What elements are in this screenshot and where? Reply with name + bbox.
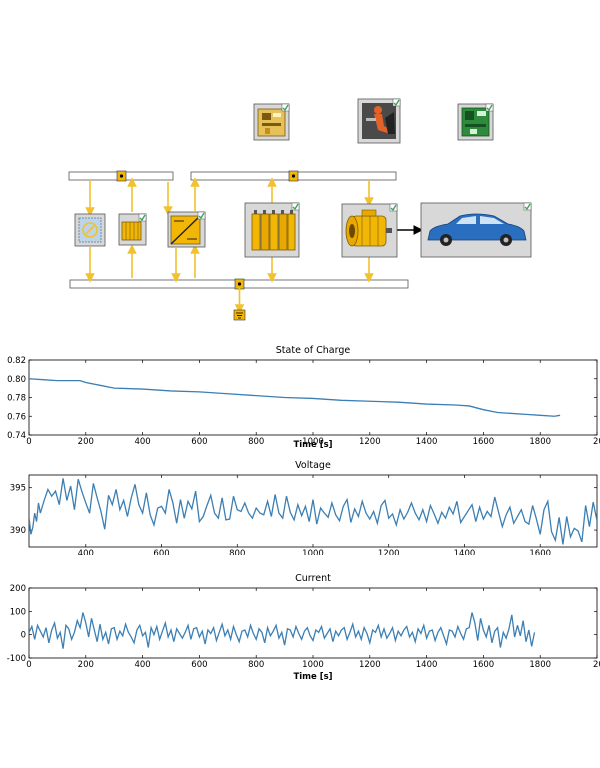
ecu-block[interactable] bbox=[457, 103, 494, 141]
x-axis-label: Time [s] bbox=[293, 440, 332, 450]
x-tick-label: 1400 bbox=[416, 437, 438, 447]
x-tick-label: 1600 bbox=[473, 437, 495, 447]
y-tick-label: 0.80 bbox=[7, 375, 26, 385]
x-tick-label: 800 bbox=[248, 660, 264, 670]
dc-dc-converter-block[interactable] bbox=[167, 211, 206, 248]
electric-motor-block[interactable] bbox=[341, 203, 398, 258]
x-tick-label: 600 bbox=[153, 549, 169, 555]
capacitor-block[interactable] bbox=[118, 213, 147, 246]
x-tick-label: 800 bbox=[229, 549, 245, 555]
battery-pack-block[interactable] bbox=[244, 202, 300, 258]
x-tick-label: 1000 bbox=[302, 437, 324, 447]
x-tick-label: 1800 bbox=[529, 437, 551, 447]
x-tick-label: 0 bbox=[26, 437, 31, 447]
capacitor-icon bbox=[121, 221, 142, 241]
x-tick-label: 1600 bbox=[529, 549, 551, 555]
x-tick-label: 1400 bbox=[416, 660, 438, 670]
x-tick-label: 1200 bbox=[359, 437, 381, 447]
y-tick-label: 0.76 bbox=[7, 412, 26, 422]
x-tick-label: 200 bbox=[78, 660, 94, 670]
x-tick-label: 1800 bbox=[529, 660, 551, 670]
x-axis-label: Time [s] bbox=[293, 672, 332, 682]
dc-dc-converter-icon bbox=[170, 215, 201, 245]
plot-frame bbox=[28, 474, 598, 548]
x-tick-label: 400 bbox=[78, 549, 94, 555]
ground-icon[interactable] bbox=[233, 288, 246, 321]
y-tick-label: 200 bbox=[10, 584, 26, 594]
x-tick-label: 1600 bbox=[473, 660, 495, 670]
chart-title: State of Charge bbox=[276, 345, 351, 356]
car-icon bbox=[427, 213, 527, 246]
dc-source-block[interactable] bbox=[74, 213, 106, 247]
connection-lines bbox=[85, 177, 374, 283]
y-tick-label: 0.74 bbox=[7, 431, 26, 441]
y-tick-label: -100 bbox=[7, 654, 26, 664]
x-tick-label: 1400 bbox=[454, 549, 476, 555]
driver-block[interactable] bbox=[357, 98, 401, 144]
y-tick-label: 0.82 bbox=[7, 356, 26, 366]
y-tick-label: 395 bbox=[10, 484, 26, 494]
electric-motor-icon bbox=[345, 209, 392, 247]
chart-title: Current bbox=[295, 573, 331, 584]
plot-frame bbox=[28, 587, 598, 659]
series-line bbox=[29, 478, 597, 545]
x-tick-label: 20 bbox=[593, 437, 600, 447]
chart-title: Voltage bbox=[295, 460, 331, 471]
x-tick-label: 600 bbox=[191, 660, 207, 670]
driver-seat-icon bbox=[362, 103, 396, 139]
plot-frame bbox=[28, 359, 598, 436]
x-tick-label: 1200 bbox=[378, 549, 400, 555]
battery-pack-icon bbox=[251, 210, 296, 251]
x-tick-label: 0 bbox=[26, 660, 31, 670]
x-tick-label: 400 bbox=[134, 437, 150, 447]
x-tick-label: 200 bbox=[78, 437, 94, 447]
x-tick-label: 800 bbox=[248, 437, 264, 447]
vehicle-block[interactable] bbox=[420, 202, 532, 258]
series-line bbox=[29, 612, 536, 649]
driver-controller-block[interactable] bbox=[253, 103, 290, 141]
x-tick-label: 600 bbox=[191, 437, 207, 447]
x-tick-label: 400 bbox=[134, 660, 150, 670]
dc-source-icon bbox=[78, 217, 102, 243]
x-tick-label: 1200 bbox=[359, 660, 381, 670]
y-tick-label: 0 bbox=[21, 631, 26, 641]
x-tick-label: 1000 bbox=[302, 660, 324, 670]
powertrain-model-diagram bbox=[68, 98, 532, 321]
x-tick-label: 1000 bbox=[302, 549, 324, 555]
y-tick-label: 390 bbox=[10, 526, 26, 536]
series-line bbox=[29, 378, 561, 417]
state-of-charge-chart: State of Charge 0 200 400 600 800 1000 1200 1400… bbox=[7, 345, 600, 450]
y-tick-label: 0.78 bbox=[7, 394, 26, 404]
y-tick-label: 100 bbox=[10, 607, 26, 617]
x-tick-label: 20 bbox=[593, 660, 600, 670]
voltage-chart: Voltage 400 600 800 1000 1200 1400 1600 390 395 bbox=[10, 460, 598, 555]
controller-board-icon bbox=[257, 108, 286, 137]
circuit-board-icon bbox=[461, 107, 490, 137]
